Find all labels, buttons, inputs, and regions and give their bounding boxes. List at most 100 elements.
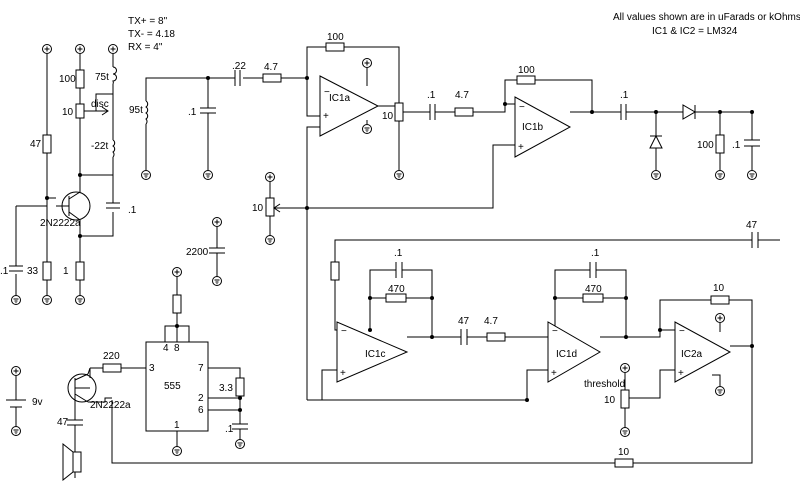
timer-555	[90, 267, 248, 456]
resistor-1-left	[75, 261, 85, 281]
label-c-01-ic1b: .1	[427, 90, 436, 101]
label-r-470-ic1d: 470	[585, 284, 602, 295]
label-r-100-ic1a: 100	[327, 32, 344, 43]
svg-text:−: −	[324, 87, 330, 98]
label-q2: 2N2222a	[90, 400, 131, 411]
svg-text:+: +	[340, 368, 346, 379]
svg-text:+: +	[551, 368, 557, 379]
label-c-01-det2: .1	[732, 140, 741, 151]
label-c-01-emitter: .1	[128, 205, 137, 216]
label-r-10-mid: 10	[252, 203, 264, 214]
resistor-220	[102, 363, 122, 373]
label-pin4: 4	[163, 343, 169, 354]
vcc-symbol	[75, 44, 85, 54]
speaker-body	[72, 451, 82, 473]
receiver-input	[141, 70, 320, 180]
speaker-icon	[62, 442, 74, 481]
note-tx-minus: TX- = 4.18	[128, 29, 175, 40]
label-disc: disc	[91, 99, 109, 110]
resistor-100-ic1b	[516, 75, 536, 85]
label-r-47-in: 4.7	[264, 62, 278, 73]
label-r-220: 220	[103, 351, 120, 362]
resistor-100-det	[715, 134, 725, 154]
label-pin8: 8	[174, 343, 180, 354]
opamp-ic2a: −+	[111, 295, 754, 468]
resistor-10-bottom	[614, 458, 634, 468]
resistor-47-mid	[486, 332, 506, 342]
note-tx-plus: TX+ = 8"	[128, 16, 168, 27]
oscillator-section	[9, 44, 120, 305]
label-c-01-det: .1	[620, 90, 629, 101]
note-ic-types: IC1 & IC2 = LM324	[652, 26, 738, 37]
label-ic1c: IC1c	[365, 349, 386, 360]
resistor-47-in	[262, 73, 282, 83]
resistor-470-ic1c	[385, 293, 407, 303]
label-pin7: 7	[198, 363, 204, 374]
label-ic2a: IC2a	[681, 349, 703, 360]
label-coil-75t: 75t	[95, 72, 109, 83]
label-c-47-spk: 47	[57, 417, 69, 428]
label-r-33: 33	[27, 266, 39, 277]
label-r-10-ic2a: 10	[713, 283, 725, 294]
svg-text:+: +	[323, 111, 329, 122]
label-r-10-ic1a: 10	[382, 111, 394, 122]
label-c-01-555: .1	[225, 424, 234, 435]
label-c-01-ic1d: .1	[591, 248, 600, 259]
diode-shunt	[649, 134, 663, 149]
note-rx: RX = 4"	[128, 42, 163, 53]
label-c-2200: 2200	[186, 247, 209, 258]
note-units: All values shown are in uFarads or kOhms	[613, 12, 800, 23]
feedback-wire	[334, 232, 780, 262]
label-battery: 9v	[32, 397, 43, 408]
label-ic1b: IC1b	[522, 122, 544, 133]
resistor-33	[42, 261, 52, 281]
label-coil-95t: 95t	[129, 105, 143, 116]
resistor-10-ic2a	[710, 295, 730, 305]
label-c-01-left: .1	[0, 266, 9, 277]
svg-text:−: −	[552, 326, 558, 337]
label-c-47-fb: 47	[746, 220, 758, 231]
label-r-100-left: 100	[59, 74, 76, 85]
label-r-470-ic1c: 470	[388, 284, 405, 295]
resistor-470-ic1d	[582, 293, 604, 303]
label-r-47-left: 47	[30, 139, 42, 150]
svg-text:−: −	[341, 326, 347, 337]
opamp-ic1a: −+	[306, 42, 430, 310]
resistor-47-ic1b	[454, 107, 474, 117]
label-r-47-ic1b: 4.7	[455, 90, 469, 101]
diode-series	[682, 104, 696, 120]
label-pin1: 1	[174, 420, 180, 431]
label-r-100-ic1b: 100	[518, 65, 535, 76]
coil-75t	[112, 66, 117, 85]
output-stage	[62, 367, 112, 481]
label-r-10-thr: 10	[604, 395, 616, 406]
label-c-01-ic1c: .1	[394, 248, 403, 259]
label-pin6: 6	[198, 405, 204, 416]
cap-01-emitter-wire	[80, 175, 114, 237]
pot-10-ic1a	[394, 102, 404, 122]
label-c-47-mid: 47	[458, 316, 470, 327]
label-r-10-disc: 10	[62, 107, 74, 118]
label-c-01-in: .1	[188, 107, 197, 118]
svg-text:+: +	[678, 368, 684, 379]
label-c-022: .22	[232, 61, 246, 72]
resistor-100-ic1a	[325, 42, 345, 52]
label-ic1a: IC1a	[329, 93, 351, 104]
vcc-symbol	[108, 44, 118, 54]
label-r-47-mid: 4.7	[484, 316, 498, 327]
resistor-47-left	[42, 134, 52, 154]
detector-section	[620, 104, 760, 180]
label-ic555: 555	[164, 381, 181, 392]
opamp-ic1b: −+	[307, 75, 621, 209]
svg-text:−: −	[679, 326, 685, 337]
ic-555	[145, 341, 209, 432]
resistor-ic1c-in	[330, 261, 340, 281]
coil-22t	[112, 139, 116, 158]
resistor-100-left	[75, 69, 85, 89]
label-r-33k: 3.3	[219, 383, 233, 394]
pot-10-mid	[265, 197, 275, 217]
svg-text:−: −	[519, 102, 525, 113]
label-r-1-left: 1	[63, 266, 69, 277]
label-threshold: threshold	[584, 379, 625, 390]
